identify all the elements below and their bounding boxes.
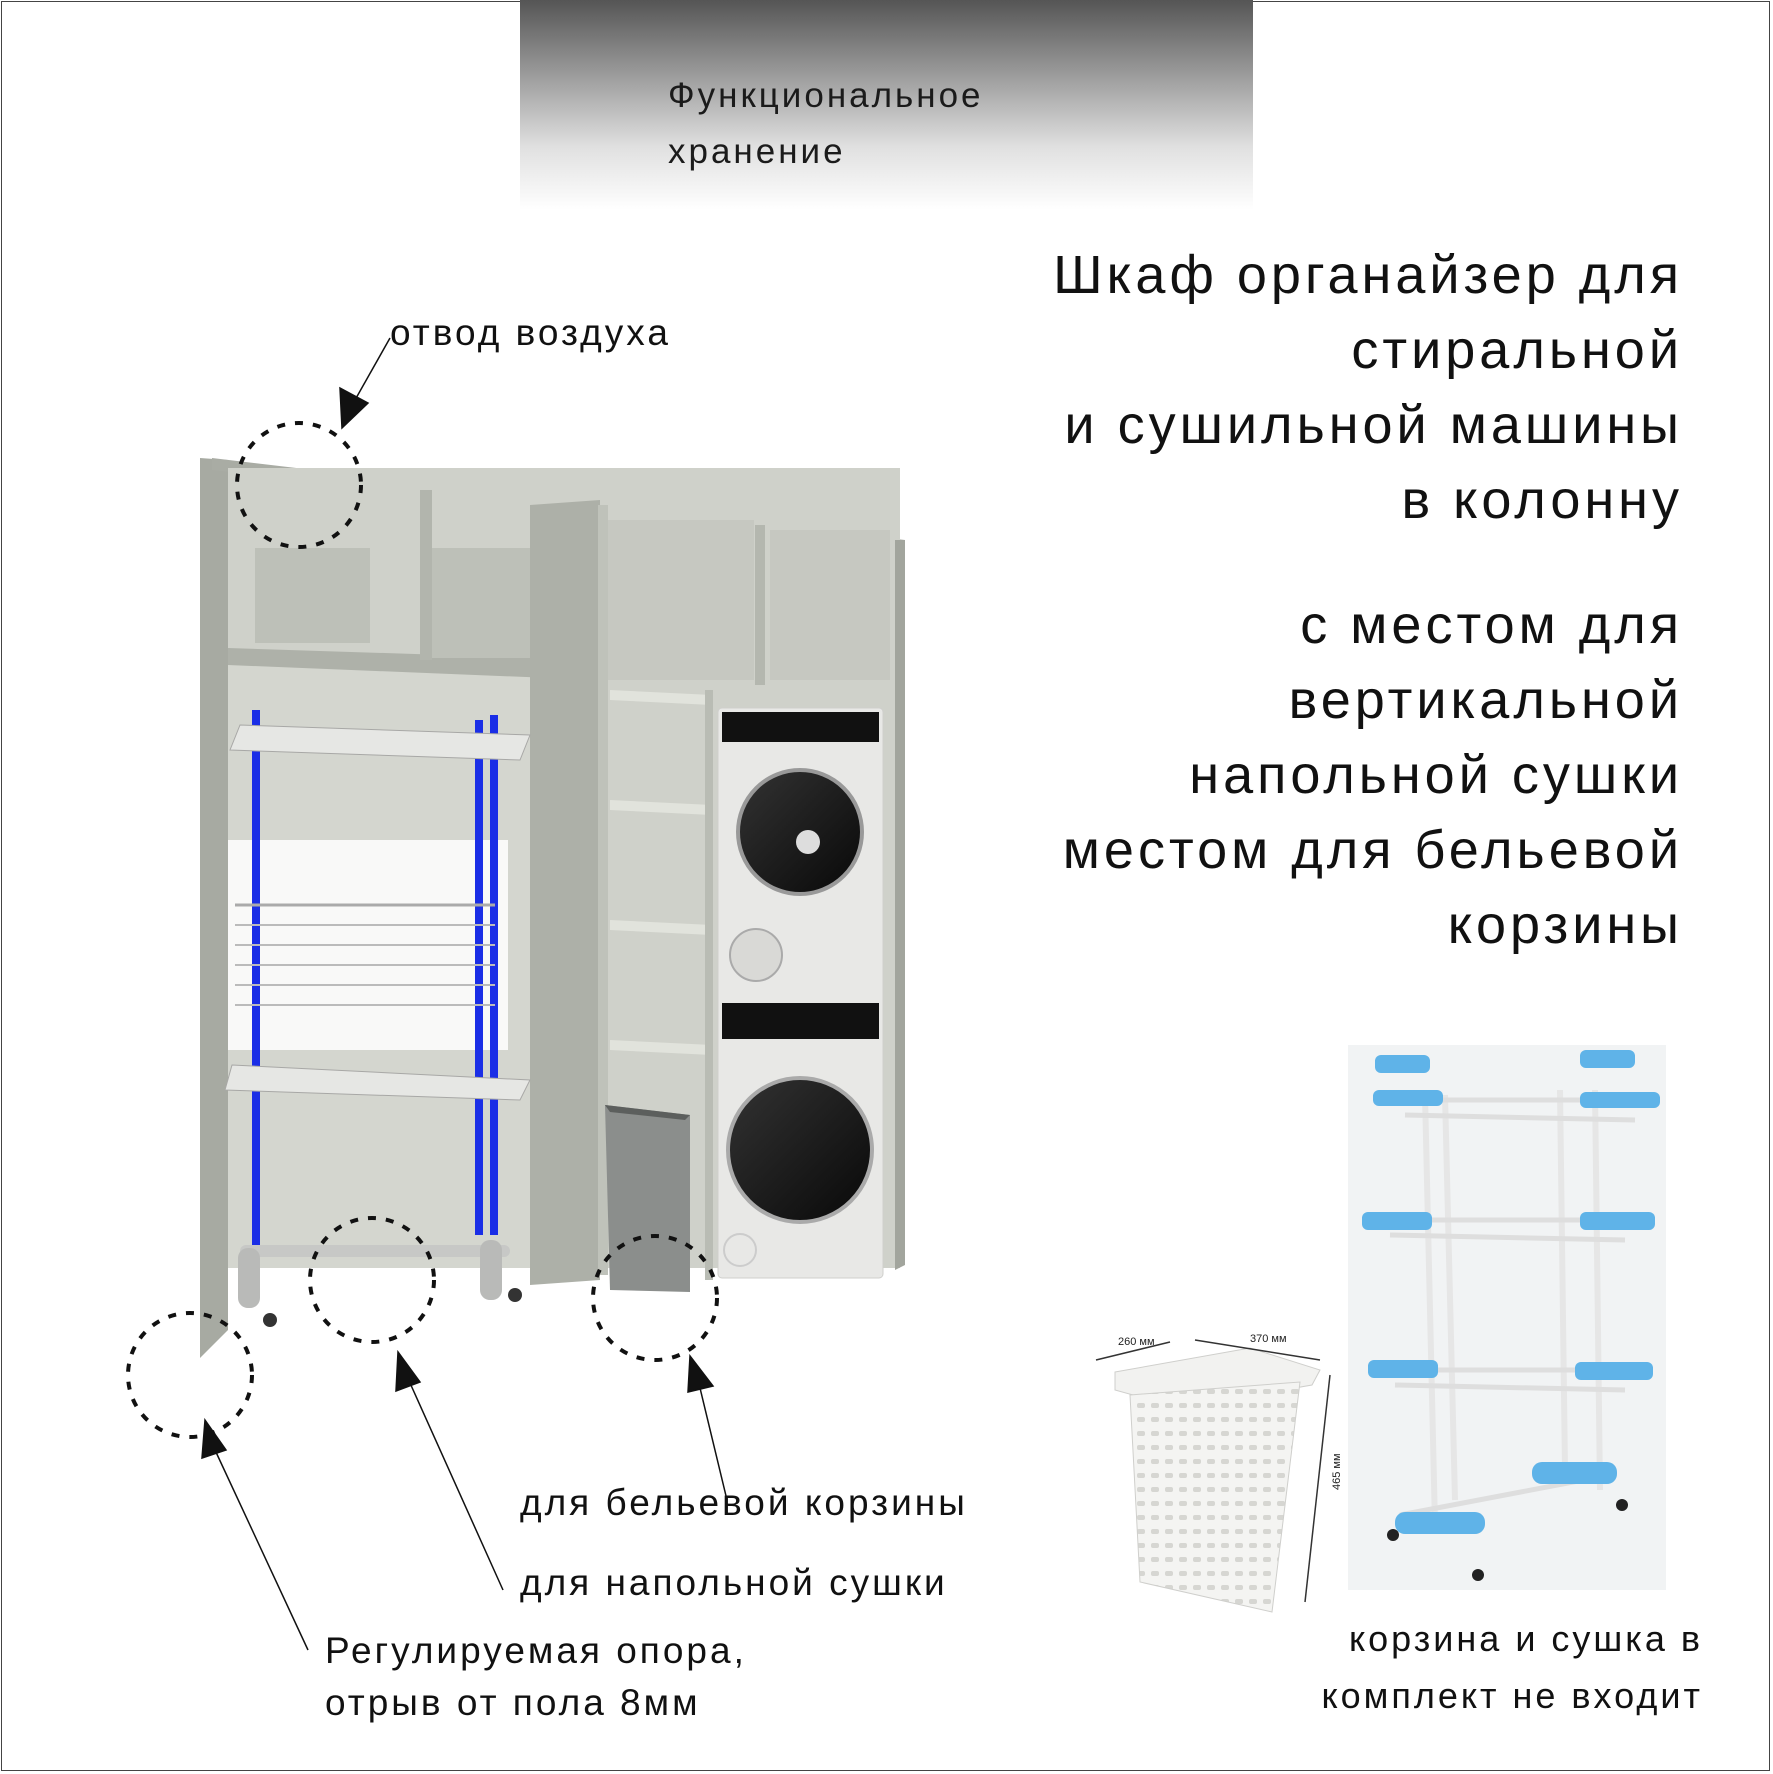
- subtitle-line: вертикальной: [1288, 670, 1683, 730]
- air-vent-callout-circle: [235, 421, 363, 549]
- basket-depth-label: 260 мм: [1118, 1336, 1155, 1348]
- brand-banner: [520, 0, 1253, 210]
- dryer-place-callout-circle: [308, 1216, 436, 1344]
- basket-width-label: 370 мм: [1250, 1333, 1287, 1345]
- title-line: и сушильной машины: [1064, 395, 1683, 455]
- laundry-bin: [605, 1105, 690, 1292]
- title-line: Шкаф органайзер для: [1053, 245, 1683, 305]
- floor-dryer-photo: [1348, 1045, 1666, 1590]
- brand-line-1: Функциональное: [668, 76, 984, 115]
- product-title: Шкаф органайзер для стиральной и сушильн…: [1053, 238, 1683, 963]
- washer-control-panel: [722, 1003, 879, 1039]
- subtitle-line: с местом для: [1300, 595, 1683, 655]
- foot-label-line-1: Регулируемая опора,: [325, 1630, 747, 1671]
- dryer-place-label: для напольной сушки: [520, 1562, 948, 1603]
- foot-callout-circle: [126, 1311, 254, 1439]
- rack-pole: [252, 710, 260, 1245]
- not-included-note: корзина и сушка в комплект не входит: [1321, 1610, 1703, 1724]
- basket-height-label: 465 мм: [1331, 1453, 1343, 1490]
- cabinet: [200, 458, 905, 1358]
- subtitle-line: корзины: [1447, 895, 1683, 955]
- rack-pole: [475, 720, 483, 1235]
- brand-text: Функциональное хранение: [668, 68, 984, 180]
- vertical-drying-rack: [224, 710, 531, 1327]
- dryer-door: [736, 768, 864, 896]
- subtitle-line: напольной сушки: [1189, 745, 1683, 805]
- basket-place-label: для бельевой корзины: [520, 1482, 968, 1523]
- laundry-basket-photo: 260 мм 370 мм 465 мм: [1095, 1333, 1343, 1613]
- foot-label-line-2: отрыв от пола 8мм: [325, 1682, 701, 1723]
- title-line: в колонну: [1401, 470, 1683, 530]
- washer-door: [726, 1076, 874, 1224]
- dryer-control-panel: [722, 712, 879, 742]
- vent-grille: [729, 928, 783, 982]
- brand-line-2: хранение: [668, 132, 846, 171]
- basket-place-callout-circle: [591, 1234, 719, 1362]
- title-line: стиральной: [1351, 320, 1683, 380]
- subtitle-line: местом для бельевой: [1062, 820, 1683, 880]
- note-line-1: корзина и сушка в: [1349, 1618, 1703, 1659]
- air-vent-label: отвод воздуха: [390, 312, 671, 353]
- washer-dryer-stack: [717, 707, 884, 1279]
- rack-pole: [490, 715, 498, 1235]
- note-line-2: комплект не входит: [1321, 1675, 1703, 1716]
